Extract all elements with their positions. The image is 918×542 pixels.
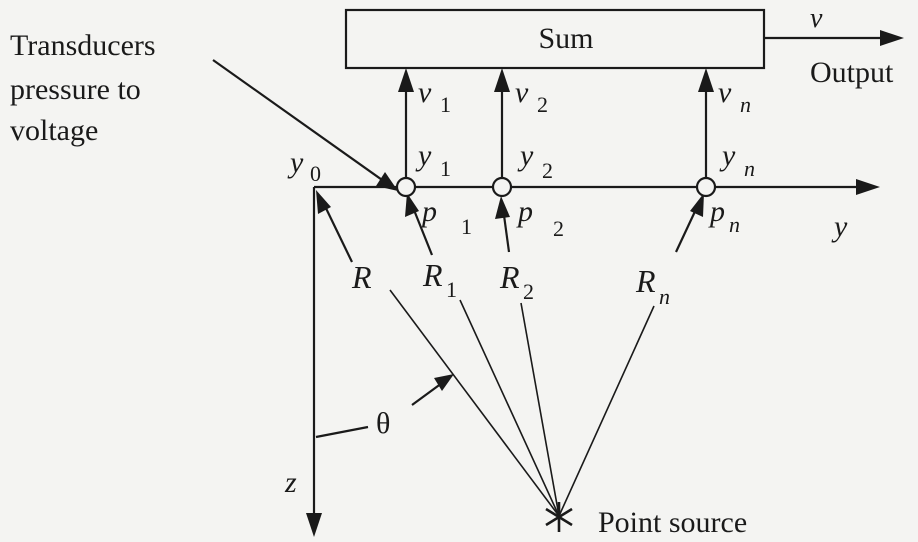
output-arrowhead [880, 30, 904, 46]
y-axis-label: y [831, 210, 848, 243]
range-label-R: R [351, 259, 372, 295]
output-label: Output [810, 56, 894, 89]
arrow-Rn-head [690, 193, 704, 217]
ray-R [389, 289, 560, 517]
arrow-R1-head [405, 193, 419, 217]
element-n-signal-arrowhead [698, 68, 714, 92]
element-n-p-sub: n [729, 212, 740, 237]
element-n-v: v [718, 76, 732, 109]
sum-label: Sum [538, 22, 593, 55]
element-n-y: y [719, 139, 736, 172]
transducer-pointer [212, 59, 386, 183]
ray-Rn [558, 305, 655, 517]
origin-label: y [287, 146, 304, 179]
element-2-p: p [516, 195, 533, 228]
range-label-R2: R [499, 259, 520, 295]
z-axis-label: z [284, 466, 297, 499]
theta-arrowhead [434, 374, 454, 391]
arrow-R-head [316, 190, 331, 214]
element-n-v-sub: n [740, 92, 751, 117]
theta-arrow [411, 382, 443, 406]
arrow-R1 [410, 204, 434, 256]
element-1-y: y [415, 139, 432, 172]
element-2-y: y [517, 139, 534, 172]
arrow-R [321, 199, 353, 263]
element-1-v-sub: 1 [440, 92, 451, 117]
range-label-Rn: R [635, 263, 656, 299]
transducer-note-line2: pressure to [10, 73, 141, 106]
element-2-y-sub: 2 [542, 158, 553, 183]
range-sub-Rn: n [659, 284, 670, 309]
origin-subscript: 0 [310, 161, 321, 186]
range-sub-R1: 1 [446, 277, 457, 302]
element-1-y-sub: 1 [440, 156, 451, 181]
transducer-pointer-head [376, 172, 398, 191]
point-source-label: Point source [598, 506, 747, 539]
transducer-n [695, 176, 717, 198]
range-label-R1: R [422, 257, 443, 293]
ray-R1 [459, 299, 560, 517]
element-2-v: v [515, 76, 529, 109]
transducer-note-line1: Transducers [10, 29, 156, 62]
theta-leader [315, 425, 369, 439]
output-symbol: v [810, 3, 823, 34]
ray-R2 [520, 302, 560, 517]
element-n-y-sub: n [744, 156, 755, 181]
element-2-v-sub: 2 [537, 92, 548, 117]
element-n-p: p [708, 195, 725, 228]
element-2-p-sub: 2 [553, 216, 564, 241]
transducer-1 [395, 176, 417, 198]
element-2-signal-arrowhead [494, 68, 510, 92]
z-axis-arrowhead [306, 513, 322, 537]
theta-label: θ [376, 407, 390, 440]
transducer-2 [491, 176, 513, 198]
element-1-signal-arrowhead [398, 68, 414, 92]
transducer-note-line3: voltage [10, 114, 98, 147]
element-1-v: v [418, 76, 432, 109]
arrow-R2-head [495, 196, 510, 219]
point-source-icon [545, 502, 573, 532]
element-1-p: p [420, 195, 437, 228]
y-axis-arrowhead [856, 179, 880, 195]
range-sub-R2: 2 [523, 279, 534, 304]
element-1-p-sub: 1 [461, 214, 472, 239]
